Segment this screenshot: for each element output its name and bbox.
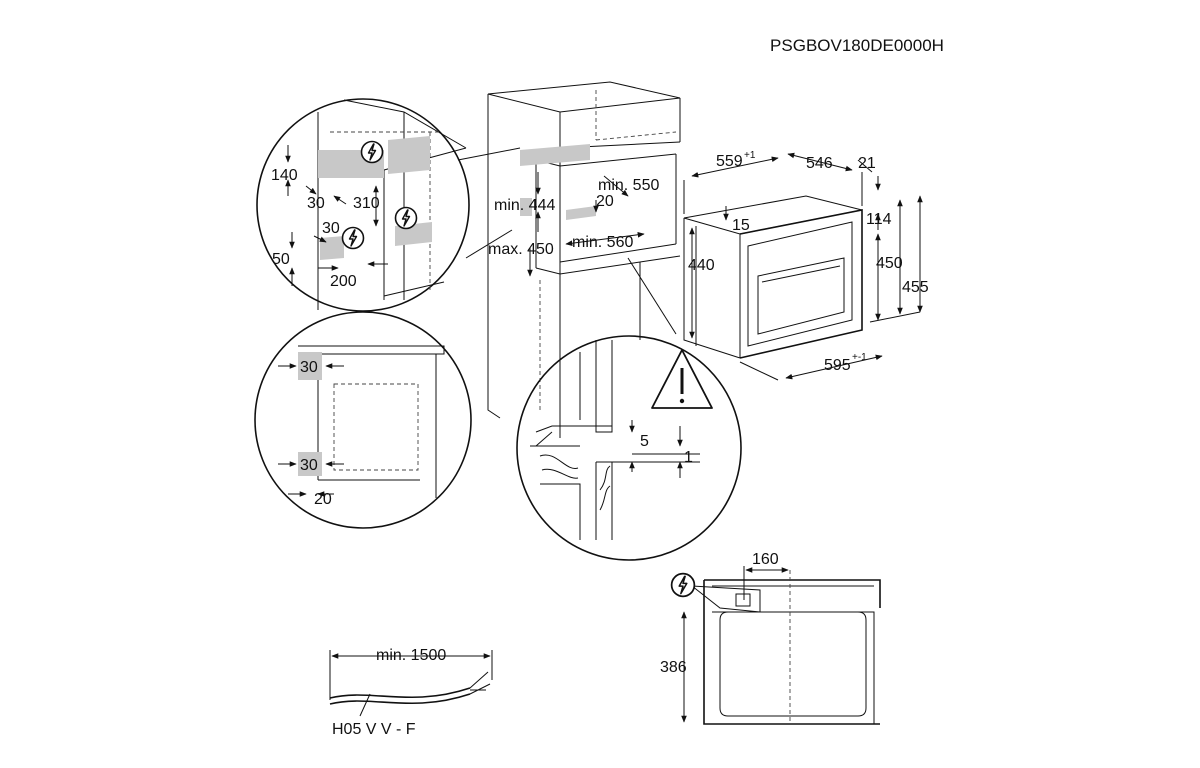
dim-label: 21 bbox=[858, 155, 876, 172]
dim-label: 20 bbox=[314, 491, 332, 508]
dim-tolerance: +-1 bbox=[852, 352, 867, 363]
dim-label: 30 bbox=[307, 195, 325, 212]
electrical-connection-icon bbox=[394, 206, 418, 230]
dim-label: 5 bbox=[640, 433, 649, 450]
oven-drawing: 559 +1 546 21 15 114 440 450 455 595 +-1 bbox=[683, 150, 929, 381]
warning-triangle-icon bbox=[651, 349, 713, 409]
product-code: PSGBOV180DE0000H bbox=[770, 36, 944, 55]
dim-label: min. 444 bbox=[494, 197, 555, 214]
dim-label: 455 bbox=[902, 279, 929, 296]
dim-label: 386 bbox=[660, 659, 687, 676]
dim-label: 595 bbox=[824, 357, 851, 374]
dim-label: max. 450 bbox=[488, 241, 554, 258]
dim-label: 20 bbox=[596, 193, 614, 210]
dim-label: min. 560 bbox=[572, 234, 633, 251]
dim-label: min. 550 bbox=[598, 177, 659, 194]
dim-label: 114 bbox=[866, 211, 892, 228]
dim-label: 546 bbox=[806, 155, 833, 172]
dim-label: 15 bbox=[732, 217, 750, 234]
dim-label: 559 bbox=[716, 153, 743, 170]
cabinet-drawing: min. 444 min. 550 20 max. 450 min. 560 bbox=[487, 81, 681, 438]
electrical-connection-icon bbox=[341, 226, 365, 250]
dim-label: 160 bbox=[752, 551, 779, 568]
dim-label: 310 bbox=[353, 195, 380, 212]
dim-tolerance: +1 bbox=[744, 150, 756, 161]
dim-label: 30 bbox=[322, 220, 340, 237]
cable-type-label: H05 V V - F bbox=[332, 721, 416, 738]
electrical-connection-icon bbox=[670, 572, 696, 598]
detail-floor: 5 1 bbox=[516, 257, 742, 561]
dim-label: 30 bbox=[300, 359, 318, 376]
detail-top-left: 140 30 310 30 50 200 bbox=[256, 98, 521, 312]
dim-label: 50 bbox=[272, 251, 290, 268]
dim-label: 440 bbox=[688, 257, 715, 274]
detail-side: 30 30 20 bbox=[254, 311, 472, 529]
dim-label: 1 bbox=[684, 449, 693, 466]
dim-label: 200 bbox=[330, 273, 357, 290]
dim-label: 30 bbox=[300, 457, 318, 474]
cable-drawing: min. 1500 H05 V V - F bbox=[329, 647, 493, 738]
front-view: 160 386 bbox=[660, 551, 881, 725]
cable-length-label: min. 1500 bbox=[376, 647, 446, 664]
dim-label: 140 bbox=[271, 167, 298, 184]
dim-label: 450 bbox=[876, 255, 903, 272]
electrical-connection-icon bbox=[360, 140, 384, 164]
